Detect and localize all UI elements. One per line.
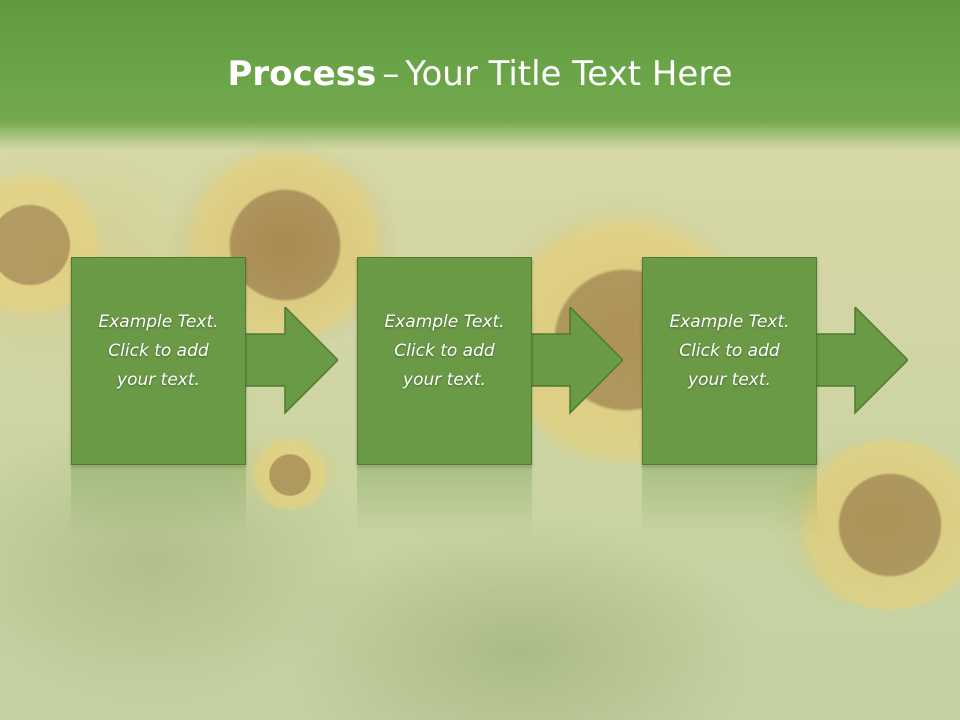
title-dash: –: [382, 54, 400, 94]
step-3-box[interactable]: Example Text. Click to add your text.: [642, 257, 817, 465]
slide-title[interactable]: Process–Your Title Text Here: [0, 52, 960, 96]
step-1-line-3: your text.: [117, 369, 200, 390]
step-3-text[interactable]: Example Text. Click to add your text.: [657, 308, 801, 395]
title-band: [0, 0, 960, 150]
step-1-text[interactable]: Example Text. Click to add your text.: [86, 308, 230, 395]
step-3-reflection: [642, 466, 817, 536]
step-1-box[interactable]: Example Text. Click to add your text.: [71, 257, 246, 465]
step-2-line-3: your text.: [403, 369, 486, 390]
title-bold-word: Process: [227, 54, 377, 94]
step-1-line-1: Example Text.: [98, 311, 219, 332]
step-3-line-2: Click to add: [679, 340, 780, 361]
arrow-2-icon: [524, 305, 625, 415]
step-1-line-2: Click to add: [108, 340, 209, 361]
step-2-line-1: Example Text.: [384, 311, 505, 332]
step-3-line-1: Example Text.: [669, 311, 790, 332]
process-step-1[interactable]: Example Text. Click to add your text.: [71, 257, 246, 465]
process-step-2[interactable]: Example Text. Click to add your text.: [357, 257, 532, 465]
step-2-text[interactable]: Example Text. Click to add your text.: [372, 308, 516, 395]
step-1-reflection: [71, 466, 246, 536]
process-step-3[interactable]: Example Text. Click to add your text.: [642, 257, 817, 465]
step-2-line-2: Click to add: [394, 340, 495, 361]
arrow-1-icon: [239, 305, 340, 415]
step-2-reflection: [357, 466, 532, 536]
step-2-box[interactable]: Example Text. Click to add your text.: [357, 257, 532, 465]
arrow-3-icon: [809, 305, 910, 415]
title-rest: Your Title Text Here: [405, 54, 733, 94]
step-3-line-3: your text.: [688, 369, 771, 390]
